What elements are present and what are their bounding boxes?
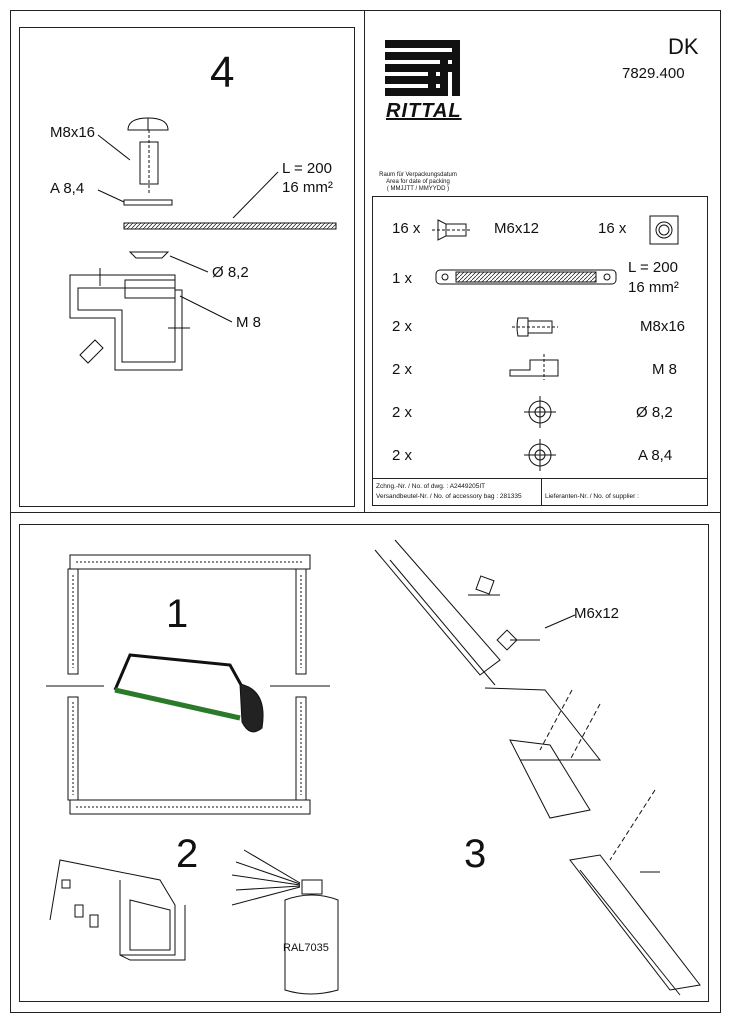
row5-qty: 2 x <box>392 404 413 421</box>
parts-footer-divider <box>372 478 708 479</box>
label-nut: M 8 <box>236 314 262 331</box>
row2-name2: 16 mm² <box>628 279 679 296</box>
row1-name: M6x12 <box>494 220 540 237</box>
step-1-number: 1 <box>166 592 189 636</box>
label-strap-section: 16 mm² <box>282 179 333 196</box>
row2-name: L = 200 <box>628 259 678 276</box>
row5-name: Ø 8,2 <box>636 404 673 421</box>
row3-name: M8x16 <box>640 318 686 335</box>
label-strap-length: L = 200 <box>282 160 332 177</box>
outer-frame <box>10 10 721 1013</box>
packing-note-3: ( MMJJTT / MMYYDD ) <box>386 186 450 192</box>
horizontal-divider <box>10 512 721 513</box>
row4-name: M 8 <box>652 361 678 378</box>
part-number: 7829.400 <box>622 65 685 82</box>
row4-qty: 2 x <box>392 361 413 378</box>
row3-qty: 2 x <box>392 318 413 335</box>
supplier-number: Lieferanten-Nr. / No. of supplier : <box>545 493 639 500</box>
language-code: DK <box>668 34 699 59</box>
screw-label-m6x12: M6x12 <box>574 605 620 622</box>
row6-name: A 8,4 <box>638 447 673 464</box>
step-2-number: 2 <box>176 832 199 876</box>
panel-step-4 <box>19 27 355 507</box>
row1-qty: 16 x <box>392 220 421 237</box>
row2-qty: 1 x <box>392 270 413 287</box>
accessory-bag-number: Versandbeutel-Nr. / No. of accessory bag… <box>376 493 522 500</box>
parts-footer-split <box>541 478 542 506</box>
step-4-number: 4 <box>210 48 235 97</box>
spray-can-label: RAL7035 <box>283 942 329 954</box>
step-3-number: 3 <box>464 832 487 876</box>
drawing-number: Zchng.-Nr. / No. of dwg. : A2449205IT <box>376 483 486 490</box>
row6-qty: 2 x <box>392 447 413 464</box>
brand-name: RITTAL <box>386 100 462 122</box>
row1-qty2: 16 x <box>598 220 627 237</box>
packing-note-1: Raum für Verpackungsdatum <box>379 172 457 178</box>
panel-steps-1-3 <box>19 524 709 1002</box>
label-screw: M8x16 <box>50 124 96 141</box>
label-washer: A 8,4 <box>50 180 85 197</box>
label-diameter: Ø 8,2 <box>212 264 249 281</box>
vertical-divider <box>364 10 365 512</box>
packing-note-2: Area for date of packing <box>386 179 450 185</box>
parts-list-box <box>372 196 708 506</box>
